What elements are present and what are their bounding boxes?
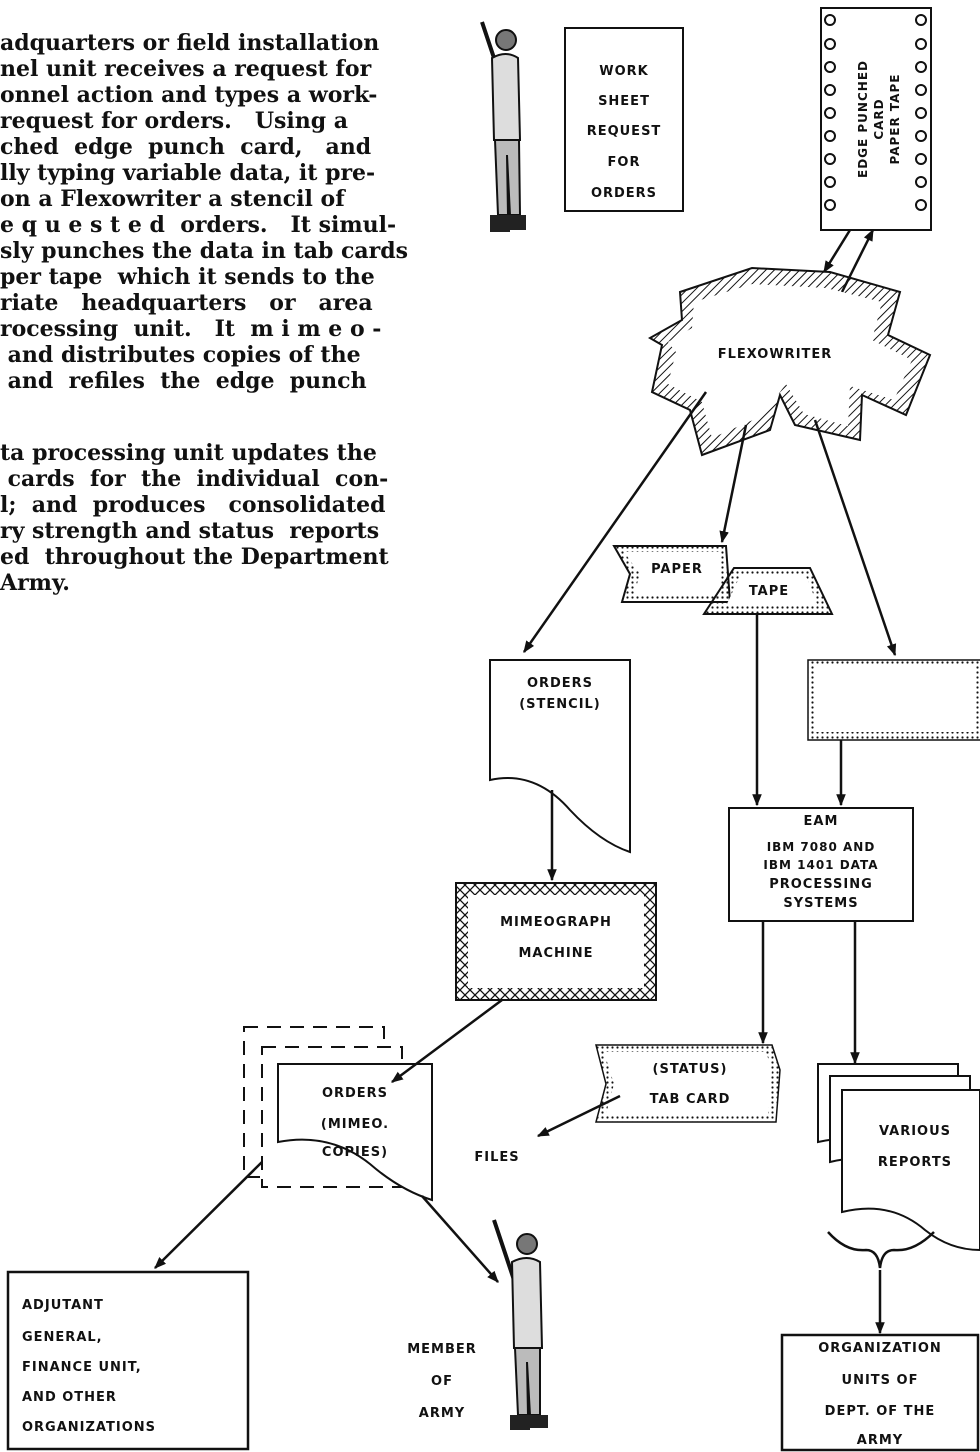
worksheet-label-3: REQUEST (586, 124, 662, 139)
adjutant-label-3: FINANCE UNIT, (22, 1360, 142, 1375)
worksheet-label-4: FOR (607, 155, 641, 170)
worksheet-box (564, 27, 684, 212)
orders-stencil-label-2: (STENCIL) (519, 697, 601, 712)
worksheet-label-1: WORK (599, 64, 649, 79)
flexowriter-shape (647, 266, 932, 457)
org-units-box (780, 1333, 980, 1452)
adjutant-label-4: AND OTHER (22, 1390, 117, 1405)
status-card-to-files-arrow (536, 1094, 621, 1138)
orders-copies-label-3: COPIES) (321, 1145, 389, 1160)
orders-stencil-label-1: ORDERS (526, 676, 594, 691)
tab-card-blank (807, 659, 980, 741)
member-label-3: ARMY (418, 1406, 466, 1421)
flexowriter-to-stencil-arrow (522, 391, 708, 653)
various-reports-label-2: REPORTS (877, 1155, 953, 1170)
org-units-label-4: ARMY (856, 1433, 904, 1448)
files-label: FILES (474, 1150, 520, 1165)
edge-card-label-3: PAPER TAPE (888, 73, 902, 165)
orders-copies-label-1: ORDERS (321, 1086, 389, 1101)
orders-stencil-box (489, 659, 631, 854)
various-reports-label-1: VARIOUS (878, 1124, 952, 1139)
member-label-2: OF (431, 1374, 453, 1389)
edge-card-label-1: EDGE PUNCHED (856, 60, 870, 178)
status-card-label-1: (STATUS) (652, 1062, 728, 1077)
reports-brace (827, 1231, 935, 1269)
worksheet-label-5: ORDERS (590, 186, 658, 201)
org-units-label-3: DEPT. OF THE (824, 1404, 936, 1419)
org-units-label-2: UNITS OF (841, 1373, 919, 1388)
eam-label-5: SYSTEMS (783, 896, 859, 911)
orders-copies-stack (243, 1026, 433, 1202)
adjutant-label-2: GENERAL, (22, 1330, 103, 1345)
copies-to-adjutant-arrow (154, 1161, 263, 1269)
edge-card-label-2: CARD (872, 98, 886, 140)
copies-to-member-arrow (421, 1195, 499, 1283)
processing-paragraph: ta processing unit updates the cards for… (0, 440, 389, 596)
adjutant-box (6, 1270, 250, 1451)
mimeograph-label-1: MIMEOGRAPH (500, 915, 612, 930)
flexowriter-label: FLEXOWRITER (717, 347, 833, 362)
org-units-label-1: ORGANIZATION (818, 1341, 942, 1356)
status-tab-card (595, 1044, 781, 1123)
worksheet-label-2: SHEET (598, 94, 650, 109)
intro-paragraph: adquarters or field installation nel uni… (0, 30, 408, 394)
edge-punched-card (820, 7, 932, 231)
adjutant-label-1: ADJUTANT (22, 1298, 104, 1313)
mimeograph-machine-box (455, 882, 657, 1001)
paper-label: PAPER (651, 562, 703, 577)
soldier-icon (492, 1219, 548, 1430)
paper-tape-shape (612, 545, 834, 615)
flexowriter-to-tab-card-arrow (813, 419, 897, 657)
eam-label-2: IBM 7080 AND (766, 840, 876, 854)
eam-label-4: PROCESSING (769, 877, 873, 892)
member-label-1: MEMBER (407, 1342, 477, 1357)
card-to-flexowriter-arrow (822, 229, 852, 274)
status-card-label-2: TAB CARD (649, 1092, 731, 1107)
eam-label-1: EAM (803, 814, 839, 829)
orders-copies-label-2: (MIMEO. (320, 1117, 390, 1132)
eam-box (728, 807, 914, 922)
soldier-icon (480, 21, 526, 232)
flexowriter-to-paper-tape-arrow (719, 424, 748, 544)
mimeograph-to-copies-arrow (391, 998, 503, 1084)
mimeograph-label-2: MACHINE (518, 946, 594, 961)
tape-label: TAPE (748, 584, 790, 599)
eam-label-3: IBM 1401 DATA (763, 858, 879, 872)
various-reports-stack (817, 1063, 980, 1252)
adjutant-label-5: ORGANIZATIONS (22, 1420, 156, 1435)
